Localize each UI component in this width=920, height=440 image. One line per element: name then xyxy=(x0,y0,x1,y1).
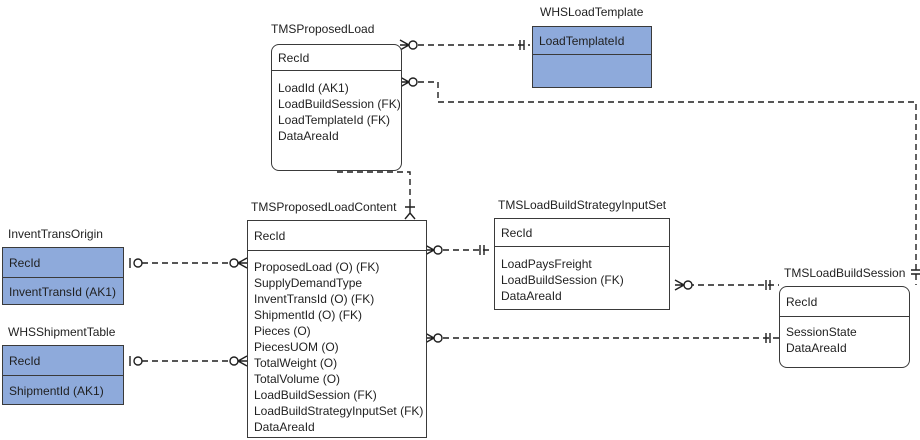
one-one-marker xyxy=(911,269,920,275)
entity-title: TMSProposedLoad xyxy=(271,22,375,36)
one-one-marker xyxy=(479,245,485,255)
entity-title: WHSLoadTemplate xyxy=(540,5,644,19)
entity-box: RecId LoadPaysFreight LoadBuildSession (… xyxy=(494,218,670,310)
entity-box: RecId ShipmentId (AK1) xyxy=(2,345,124,405)
attribute: ShipmentId (O) (FK) xyxy=(254,308,363,322)
crowfoot-zero-many-marker xyxy=(399,39,418,51)
attribute: TotalWeight (O) xyxy=(254,356,338,370)
attribute: DataAreaId xyxy=(254,420,315,434)
rel-proposedload-session xyxy=(418,81,917,285)
entity-title: TMSLoadBuildSession xyxy=(784,266,906,280)
one-one-marker xyxy=(765,280,771,290)
attribute: ProposedLoad (O) (FK) xyxy=(254,260,380,274)
crowfoot-zero-many-marker xyxy=(229,355,248,367)
attribute: DataAreaId xyxy=(278,129,339,143)
attribute: LoadBuildStrategyInputSet (FK) xyxy=(254,404,424,418)
crowfoot-zero-many-marker xyxy=(424,244,443,256)
primary-key: RecId xyxy=(272,45,401,71)
crowfoot-zero-many-marker xyxy=(424,332,443,344)
attribute: DataAreaId xyxy=(501,289,562,303)
attribute: InventTransId (O) (FK) xyxy=(254,292,375,306)
zero-one-marker xyxy=(129,258,143,268)
entity-title: TMSLoadBuildStrategyInputSet xyxy=(498,198,667,212)
attribute: SupplyDemandType xyxy=(254,276,363,290)
attribute: SessionState xyxy=(786,325,857,339)
entity-box: RecId InventTransId (AK1) xyxy=(2,247,124,305)
attribute: InventTransId (AK1) xyxy=(9,285,116,299)
attribute-list: ProposedLoad (O) (FK) SupplyDemandType I… xyxy=(254,259,424,435)
crowfoot-zero-many-marker xyxy=(229,257,248,269)
entity-box: RecId LoadId (AK1) LoadBuildSession (FK)… xyxy=(271,44,402,171)
attribute: TotalVolume (O) xyxy=(254,372,341,386)
entity-title: WHSShipmentTable xyxy=(8,325,116,339)
crowfoot-one-many-marker xyxy=(404,203,416,220)
attribute: PiecesUOM (O) xyxy=(254,340,339,354)
crowfoot-zero-many-marker xyxy=(399,76,418,88)
one-one-marker xyxy=(519,40,525,50)
primary-key: RecId xyxy=(780,287,909,317)
entity-box: RecId ProposedLoad (O) (FK) SupplyDemand… xyxy=(247,220,427,438)
primary-key: RecId xyxy=(248,221,426,251)
entity-box: RecId SessionState DataAreaId xyxy=(779,286,910,368)
attribute: LoadTemplateId (FK) xyxy=(278,113,391,127)
attribute-list: LoadPaysFreight LoadBuildSession (FK) Da… xyxy=(501,256,665,304)
primary-key: RecId xyxy=(495,219,669,247)
entity-title: TMSProposedLoadContent xyxy=(251,200,397,214)
primary-key: RecId xyxy=(3,346,123,376)
attribute: LoadId (AK1) xyxy=(278,81,349,95)
attribute: LoadPaysFreight xyxy=(501,257,592,271)
attribute: Pieces (O) xyxy=(254,324,311,338)
attribute: LoadBuildSession (FK) xyxy=(501,273,624,287)
one-one-marker xyxy=(765,333,771,343)
attribute-list: ShipmentId (AK1) xyxy=(9,383,119,399)
attribute: LoadBuildSession (FK) xyxy=(278,97,401,111)
primary-key: RecId xyxy=(3,248,123,278)
entity-title: InventTransOrigin xyxy=(8,227,103,241)
attribute-list: SessionState DataAreaId xyxy=(786,324,905,356)
attribute: LoadBuildSession (FK) xyxy=(254,388,377,402)
attribute-list: InventTransId (AK1) xyxy=(9,284,119,300)
attribute-list: LoadId (AK1) LoadBuildSession (FK) LoadT… xyxy=(278,80,401,144)
zero-one-marker xyxy=(129,356,143,366)
attribute: DataAreaId xyxy=(786,341,847,355)
primary-key: LoadTemplateId xyxy=(533,27,651,55)
attribute: ShipmentId (AK1) xyxy=(9,384,104,398)
entity-box: LoadTemplateId xyxy=(532,26,652,88)
crowfoot-zero-many-marker xyxy=(674,279,693,291)
